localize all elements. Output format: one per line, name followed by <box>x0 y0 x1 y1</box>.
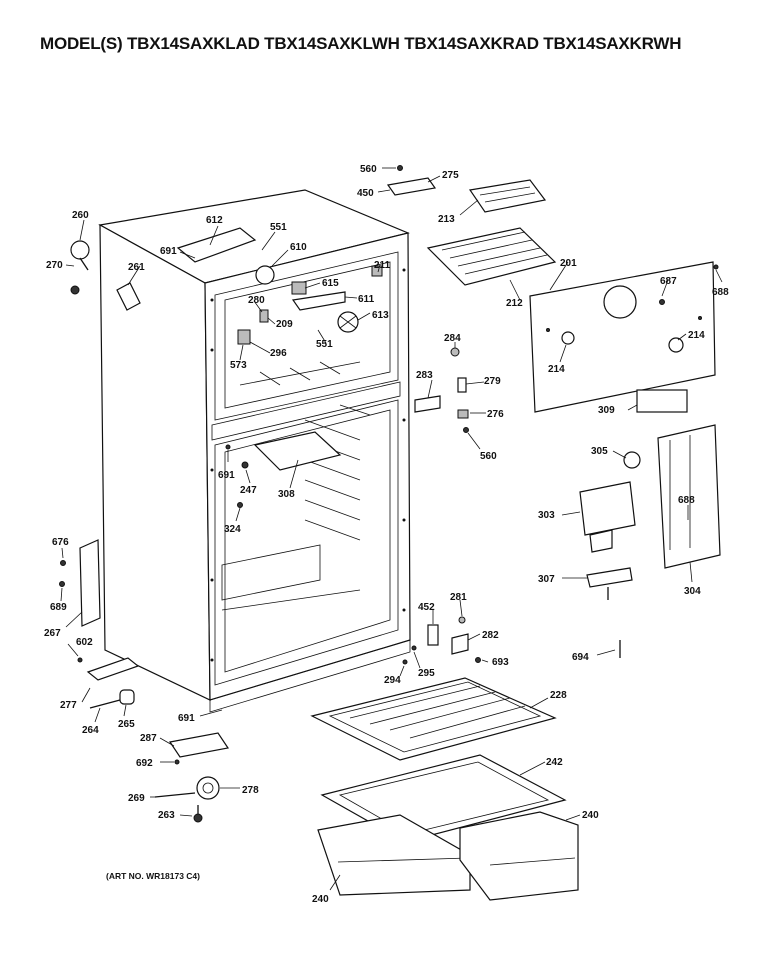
callout: 307 <box>538 574 555 585</box>
callout-labels: 560 275 450 213 260 612 551 691 610 270 … <box>44 164 729 905</box>
callout: 610 <box>290 242 307 253</box>
callout: 209 <box>276 319 293 330</box>
callout: 615 <box>322 278 339 289</box>
callout: 213 <box>438 214 455 225</box>
callout: 687 <box>660 276 677 287</box>
callout: 287 <box>140 733 157 744</box>
callout: 296 <box>270 348 287 359</box>
callout: 275 <box>442 170 459 181</box>
callout: 560 <box>360 164 377 175</box>
right-assembly <box>579 424 721 658</box>
callout: 263 <box>158 810 175 821</box>
leader-lines <box>60 167 723 891</box>
callout: 676 <box>52 537 69 548</box>
callout: 573 <box>230 360 247 371</box>
callout: 294 <box>384 675 401 686</box>
callout: 261 <box>128 262 145 273</box>
callout: 265 <box>118 719 135 730</box>
callout: 282 <box>482 630 499 641</box>
callout: 267 <box>44 628 61 639</box>
callout: 693 <box>492 657 509 668</box>
callout: 560 <box>480 451 497 462</box>
shelf-228 <box>310 677 557 761</box>
callout: 212 <box>506 298 523 309</box>
callout: 613 <box>372 310 389 321</box>
callout: 551 <box>270 222 287 233</box>
callout: 309 <box>598 405 615 416</box>
callout: 303 <box>538 510 555 521</box>
callout: 214 <box>688 330 705 341</box>
callout: 694 <box>572 652 589 663</box>
callout: 240 <box>312 894 329 905</box>
callout: 692 <box>136 758 153 769</box>
callout: 308 <box>278 489 295 500</box>
crisper-drawers <box>317 811 579 901</box>
callout: 211 <box>374 260 391 271</box>
callout: 279 <box>484 376 501 387</box>
fresh-food-interior <box>225 431 342 508</box>
callout: 228 <box>550 690 567 701</box>
callout: 281 <box>450 592 467 603</box>
callout: 283 <box>416 370 433 381</box>
callout: 277 <box>60 700 77 711</box>
callout: 264 <box>82 725 99 736</box>
bottom-left-parts <box>154 732 230 823</box>
callout: 305 <box>591 446 608 457</box>
damper-parts <box>414 347 469 433</box>
callout: 612 <box>206 215 223 226</box>
callout: 260 <box>72 210 89 221</box>
art-number: (ART NO. WR18173 C4) <box>106 871 200 881</box>
callout: 691 <box>178 713 195 724</box>
callout: 602 <box>76 637 93 648</box>
callout: 280 <box>248 295 265 306</box>
evaporator-cover <box>529 261 719 413</box>
callout: 551 <box>316 339 333 350</box>
hinge-parts <box>402 616 481 665</box>
callout: 691 <box>218 470 235 481</box>
callout: 450 <box>357 188 374 199</box>
callout: 278 <box>242 785 259 796</box>
callout: 304 <box>684 586 701 597</box>
freezer-controls <box>176 227 383 345</box>
callout: 611 <box>358 294 375 305</box>
callout: 240 <box>582 810 599 821</box>
callout: 214 <box>548 364 565 375</box>
callout: 247 <box>240 485 257 496</box>
callout: 689 <box>50 602 67 613</box>
callout: 688 <box>678 495 695 506</box>
callout: 688 <box>712 287 729 298</box>
callout: 276 <box>487 409 504 420</box>
left-side-parts <box>59 240 141 709</box>
callout: 270 <box>46 260 63 271</box>
callout: 269 <box>128 793 145 804</box>
callout: 201 <box>560 258 577 269</box>
callout: 284 <box>444 333 461 344</box>
callout: 295 <box>418 668 435 679</box>
callout: 242 <box>546 757 563 768</box>
callout: 691 <box>160 246 177 257</box>
callout: 324 <box>224 524 241 535</box>
refrigerator-cabinet <box>98 189 411 713</box>
top-parts <box>386 165 557 286</box>
diagram-title: MODEL(S) TBX14SAXKLAD TBX14SAXKLWH TBX14… <box>40 34 682 53</box>
callout: 452 <box>418 602 435 613</box>
